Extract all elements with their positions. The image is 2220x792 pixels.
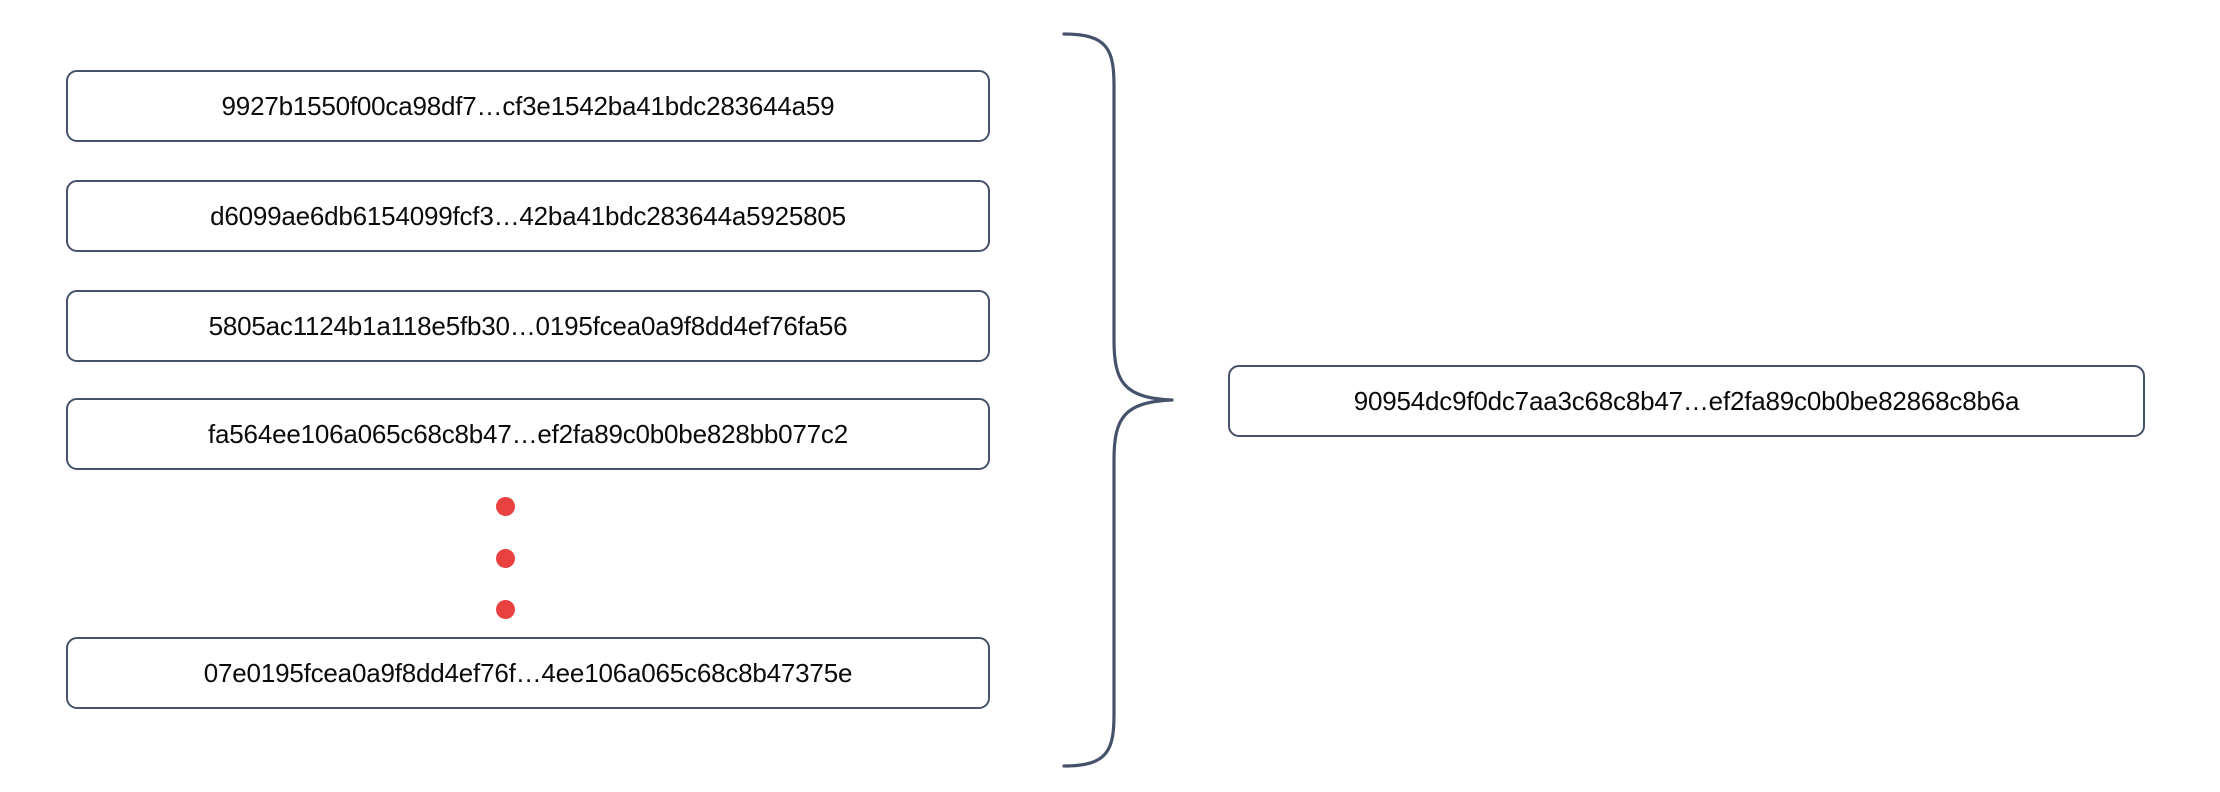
- input-hash-box[interactable]: 9927b1550f00ca98df7…cf3e1542ba41bdc28364…: [66, 70, 990, 142]
- input-hash-box[interactable]: 5805ac1124b1a118e5fb30…0195fcea0a9f8dd4e…: [66, 290, 990, 362]
- input-hash-box[interactable]: d6099ae6db6154099fcf3…42ba41bdc283644a59…: [66, 180, 990, 252]
- input-hash-label: 07e0195fcea0a9f8dd4ef76f…4ee106a065c68c8…: [203, 658, 853, 688]
- input-hash-label: 9927b1550f00ca98df7…cf3e1542ba41bdc28364…: [221, 91, 835, 121]
- input-hash-box[interactable]: fa564ee106a065c68c8b47…ef2fa89c0b0be828b…: [66, 398, 990, 470]
- curly-brace-icon: [1056, 20, 1186, 772]
- input-hash-label: fa564ee106a065c68c8b47…ef2fa89c0b0be828b…: [208, 419, 848, 449]
- ellipsis-dot: [495, 497, 515, 516]
- output-hash-label: 90954dc9f0dc7aa3c68c8b47…ef2fa89c0b0be82…: [1353, 386, 2020, 416]
- input-hash-label: d6099ae6db6154099fcf3…42ba41bdc283644a59…: [210, 201, 846, 231]
- input-hash-label: 5805ac1124b1a118e5fb30…0195fcea0a9f8dd4e…: [208, 311, 848, 341]
- input-hash-box[interactable]: 07e0195fcea0a9f8dd4ef76f…4ee106a065c68c8…: [66, 637, 990, 709]
- ellipsis-dot: [495, 600, 515, 619]
- vertical-ellipsis-icon: [495, 497, 515, 619]
- ellipsis-dot: [495, 548, 515, 568]
- output-hash-box[interactable]: 90954dc9f0dc7aa3c68c8b47…ef2fa89c0b0be82…: [1228, 365, 2145, 437]
